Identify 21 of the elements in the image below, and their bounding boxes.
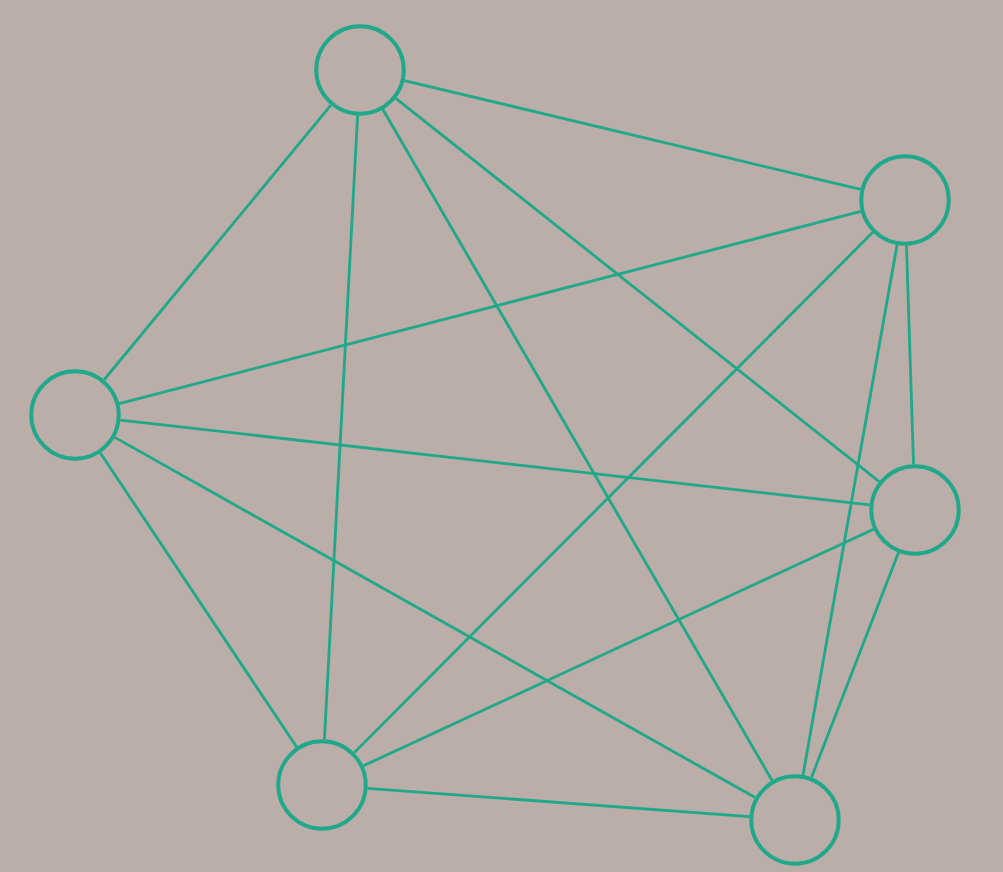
circle-node: [29, 369, 121, 461]
line: [810, 552, 900, 778]
line: [381, 108, 774, 782]
line: [905, 245, 915, 465]
line: [118, 210, 862, 405]
line: [362, 527, 875, 768]
circle-node: [859, 154, 951, 246]
line: [404, 79, 861, 191]
circle-node: [276, 739, 368, 831]
circle-node: [314, 24, 406, 116]
line: [801, 244, 899, 776]
line: [99, 452, 298, 748]
line: [120, 418, 870, 507]
line: [103, 104, 332, 381]
line: [114, 436, 756, 799]
circle-node: [749, 774, 841, 866]
line: [323, 115, 359, 740]
line: [394, 97, 881, 483]
line: [367, 786, 750, 818]
circle-node: [869, 464, 961, 556]
line: [353, 231, 874, 754]
